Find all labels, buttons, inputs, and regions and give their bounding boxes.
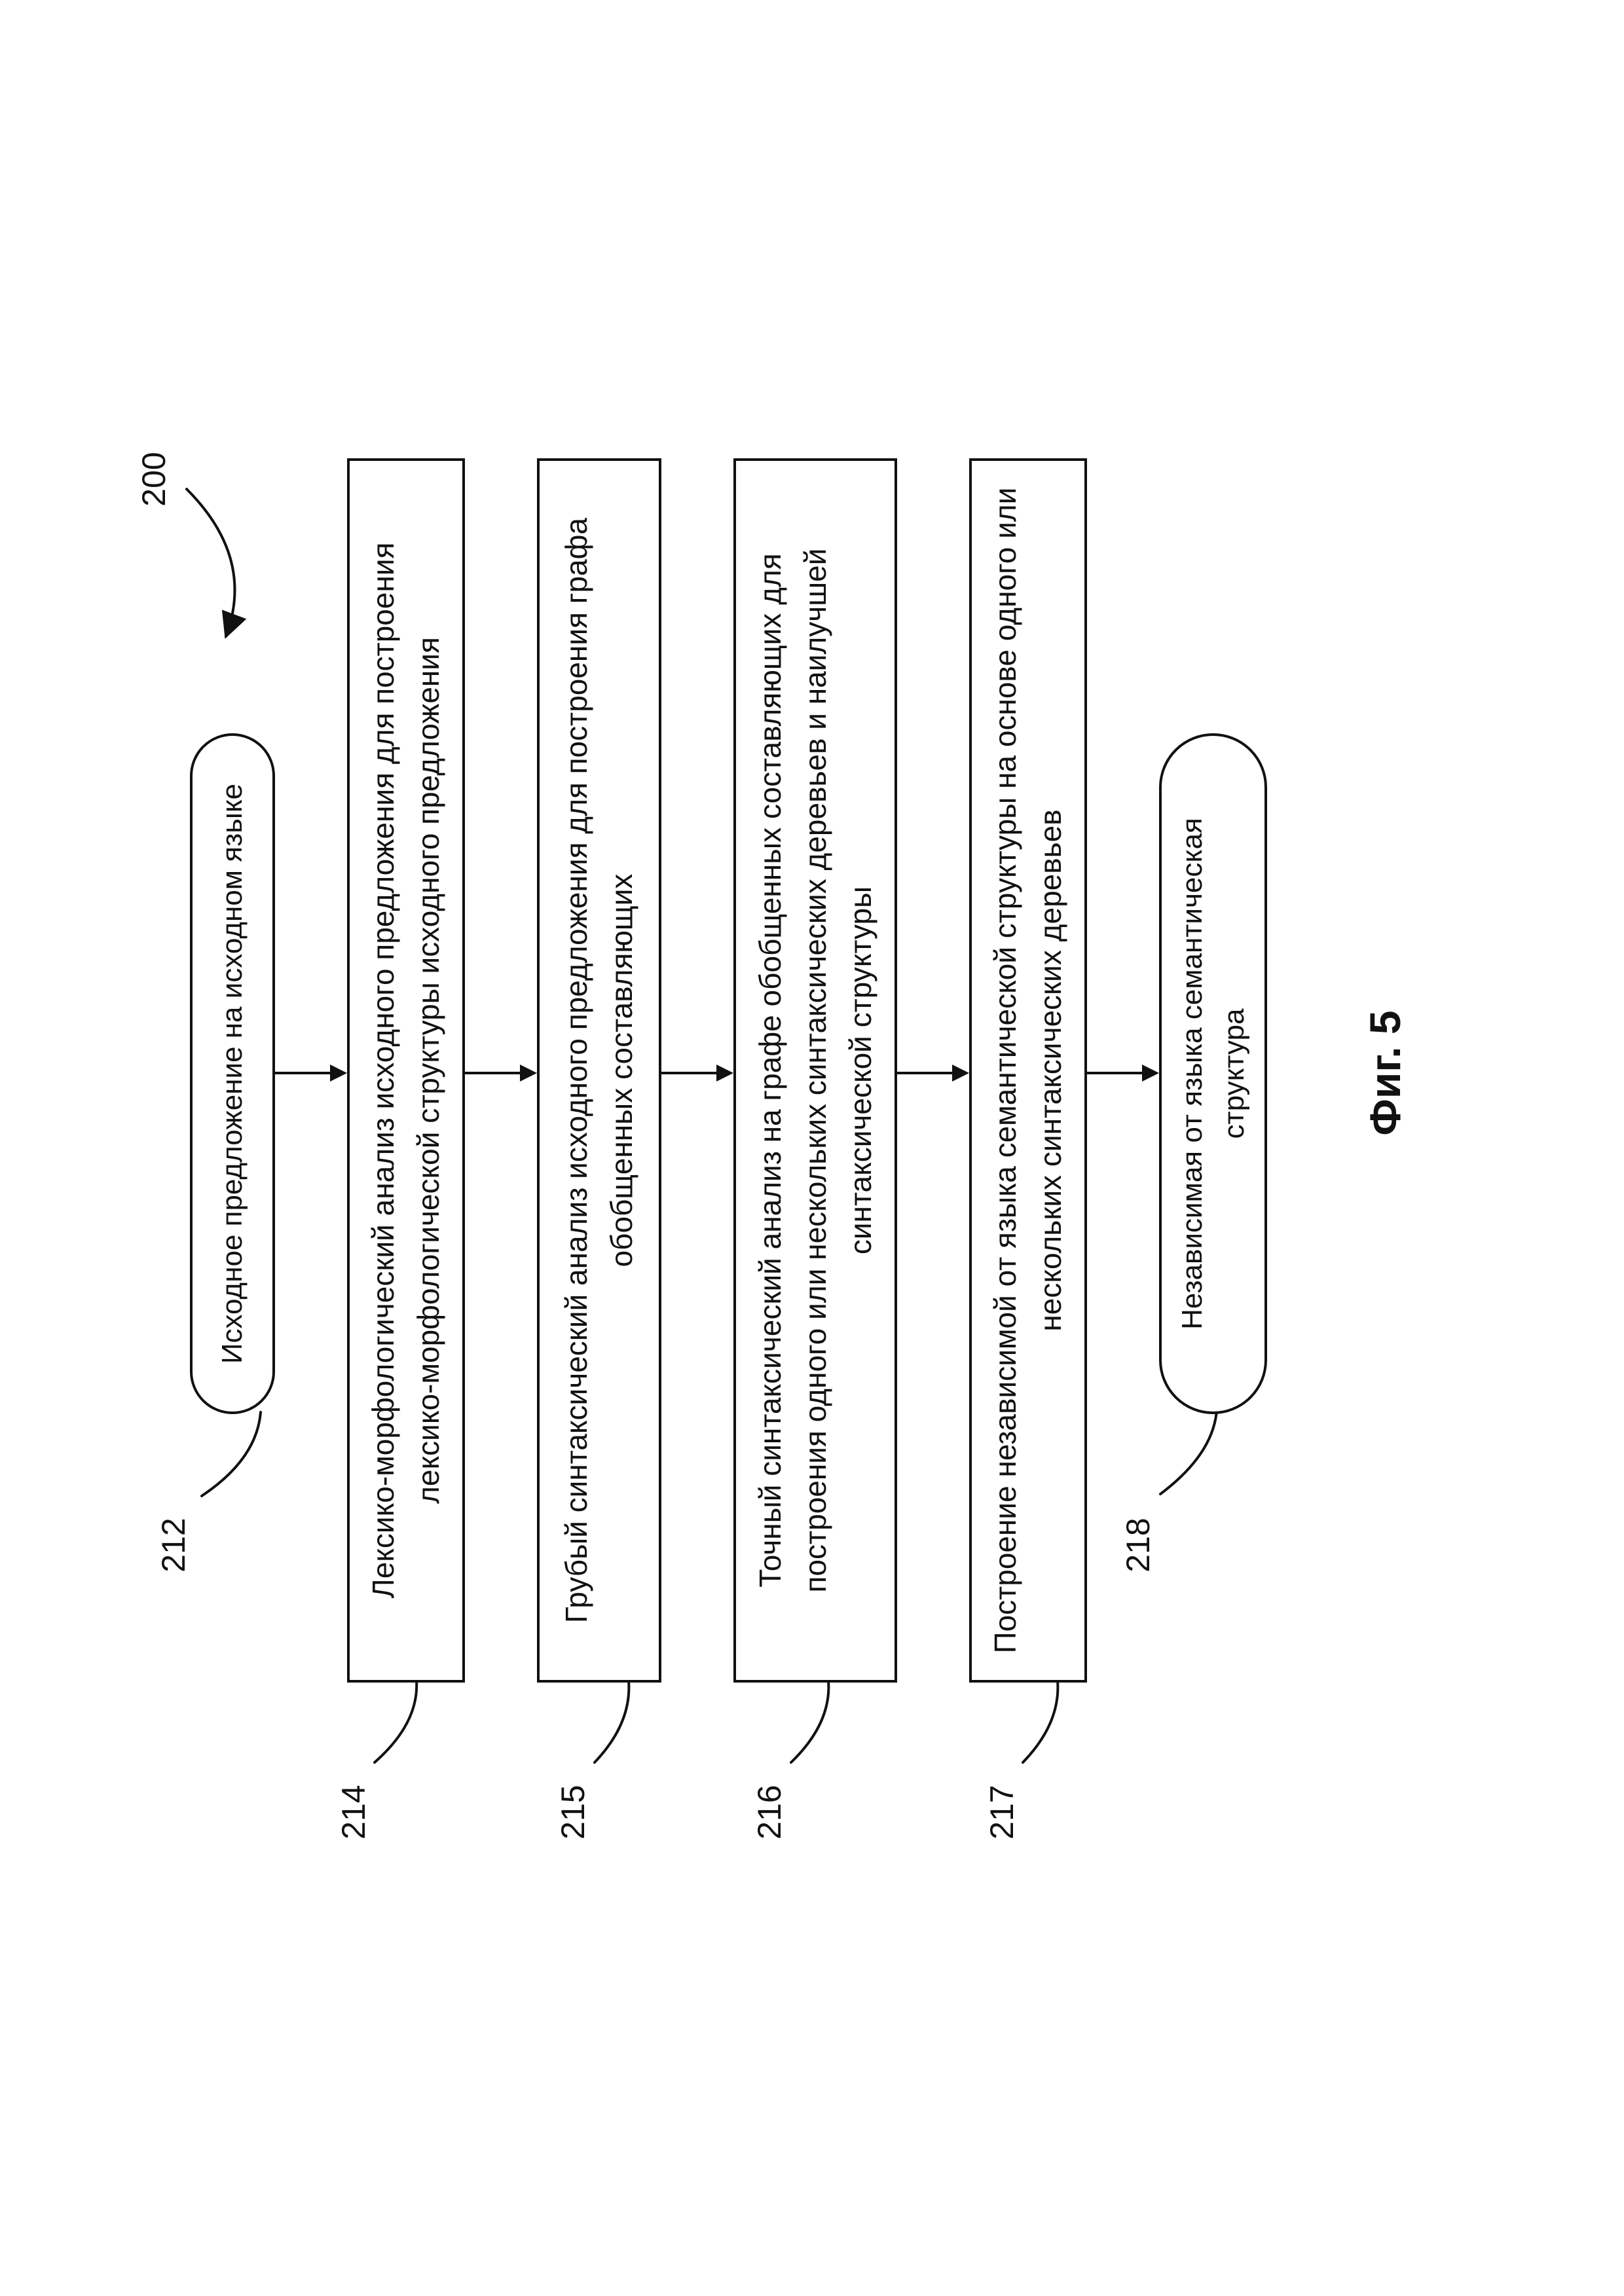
flow-arrow-line-3 bbox=[661, 1072, 718, 1074]
ref-200-arrow-icon bbox=[185, 488, 247, 639]
ref-label-212: 212 bbox=[155, 1518, 192, 1573]
flow-arrowhead-icon-5 bbox=[1142, 1065, 1159, 1082]
process-box-215-text: Грубый синтаксический анализ исходного п… bbox=[559, 517, 638, 1624]
process-box-217-text: Построение независимой от языка семантич… bbox=[988, 487, 1067, 1654]
process-box-216-text: Точный синтаксический анализ на графе об… bbox=[752, 548, 877, 1593]
flow-arrow-line-2 bbox=[465, 1072, 521, 1074]
flow-arrowhead-icon-3 bbox=[716, 1065, 733, 1082]
ref-label-215: 215 bbox=[555, 1785, 591, 1840]
terminator-218-text: Независимая от языка семантическая струк… bbox=[1175, 818, 1250, 1330]
flow-arrow-line-1 bbox=[275, 1072, 331, 1074]
terminator-source-sentence: Исходное предложение на исходном языке bbox=[190, 733, 275, 1414]
flow-arrow-line-5 bbox=[1087, 1072, 1143, 1074]
process-box-214-text: Лексико-морфологический анализ исходного… bbox=[366, 542, 445, 1599]
flow-arrow-line-4 bbox=[897, 1072, 953, 1074]
terminator-source-sentence-text: Исходное предложение на исходном языке bbox=[216, 783, 249, 1364]
process-box-rough-syntactic-analysis: Грубый синтаксический анализ исходного п… bbox=[537, 458, 661, 1683]
figure-ref-200: 200 bbox=[136, 452, 172, 507]
leader-line-212 bbox=[200, 1411, 262, 1497]
ref-label-216: 216 bbox=[751, 1785, 788, 1840]
leader-line-214 bbox=[373, 1679, 418, 1764]
process-box-semantic-structure-construction: Построение независимой от языка семантич… bbox=[969, 458, 1087, 1683]
flow-arrowhead-icon-4 bbox=[952, 1065, 969, 1082]
leader-line-217 bbox=[1022, 1679, 1060, 1764]
ref-label-218: 218 bbox=[1120, 1518, 1156, 1573]
figure-caption: Фиг. 5 bbox=[1361, 1010, 1409, 1136]
process-box-lexical-morphological-analysis: Лексико-морфологический анализ исходного… bbox=[347, 458, 465, 1683]
flow-arrowhead-icon-2 bbox=[520, 1065, 537, 1082]
ref-label-214: 214 bbox=[335, 1785, 372, 1840]
flow-arrowhead-icon-1 bbox=[330, 1065, 347, 1082]
leader-line-218 bbox=[1159, 1410, 1218, 1495]
leader-line-216 bbox=[790, 1679, 830, 1764]
terminator-language-independent-structure: Независимая от языка семантическая струк… bbox=[1159, 733, 1267, 1414]
leader-line-215 bbox=[593, 1679, 631, 1764]
process-box-precise-syntactic-analysis: Точный синтаксический анализ на графе об… bbox=[733, 458, 897, 1683]
ref-label-217: 217 bbox=[984, 1785, 1020, 1840]
